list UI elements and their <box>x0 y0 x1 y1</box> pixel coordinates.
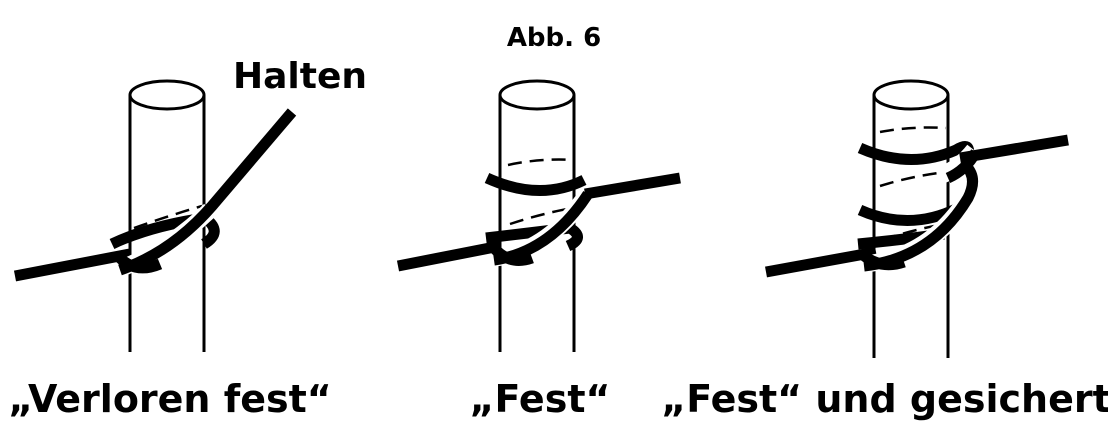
panel-verloren-fest: Halten „Verloren fest“ <box>8 56 367 421</box>
panel-fest-gesichert: „Fest“ und gesichert <box>661 79 1108 421</box>
pole <box>498 79 576 352</box>
caption-verloren-fest: „Verloren fest“ <box>8 377 332 421</box>
caption-fest: „Fest“ <box>470 377 611 421</box>
panel-fest: „Fest“ <box>396 79 681 421</box>
rope <box>13 108 297 282</box>
figure-title: Abb. 6 <box>507 23 601 53</box>
rope <box>396 172 681 272</box>
annotation-halten: Halten <box>233 56 367 97</box>
caption-fest-und-gesichert: „Fest“ und gesichert <box>661 377 1108 421</box>
pole <box>128 79 206 352</box>
rope <box>765 134 1069 278</box>
